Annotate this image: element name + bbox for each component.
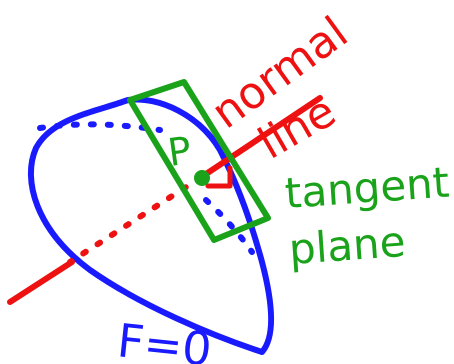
surface-label: F=0	[115, 313, 214, 364]
tangent-label: tangent	[283, 158, 450, 218]
plane-label: plane	[287, 217, 407, 274]
normal-line-visible	[197, 95, 323, 181]
point-label: P	[165, 128, 194, 175]
surface-outline	[27, 96, 274, 355]
normal-line-hidden	[67, 175, 203, 265]
tangent-plane	[127, 79, 271, 243]
surface-hidden-edge-right	[203, 197, 255, 255]
right-angle-marker	[205, 165, 233, 189]
point-p-dot	[194, 170, 210, 186]
normal-line-tail	[7, 259, 75, 305]
